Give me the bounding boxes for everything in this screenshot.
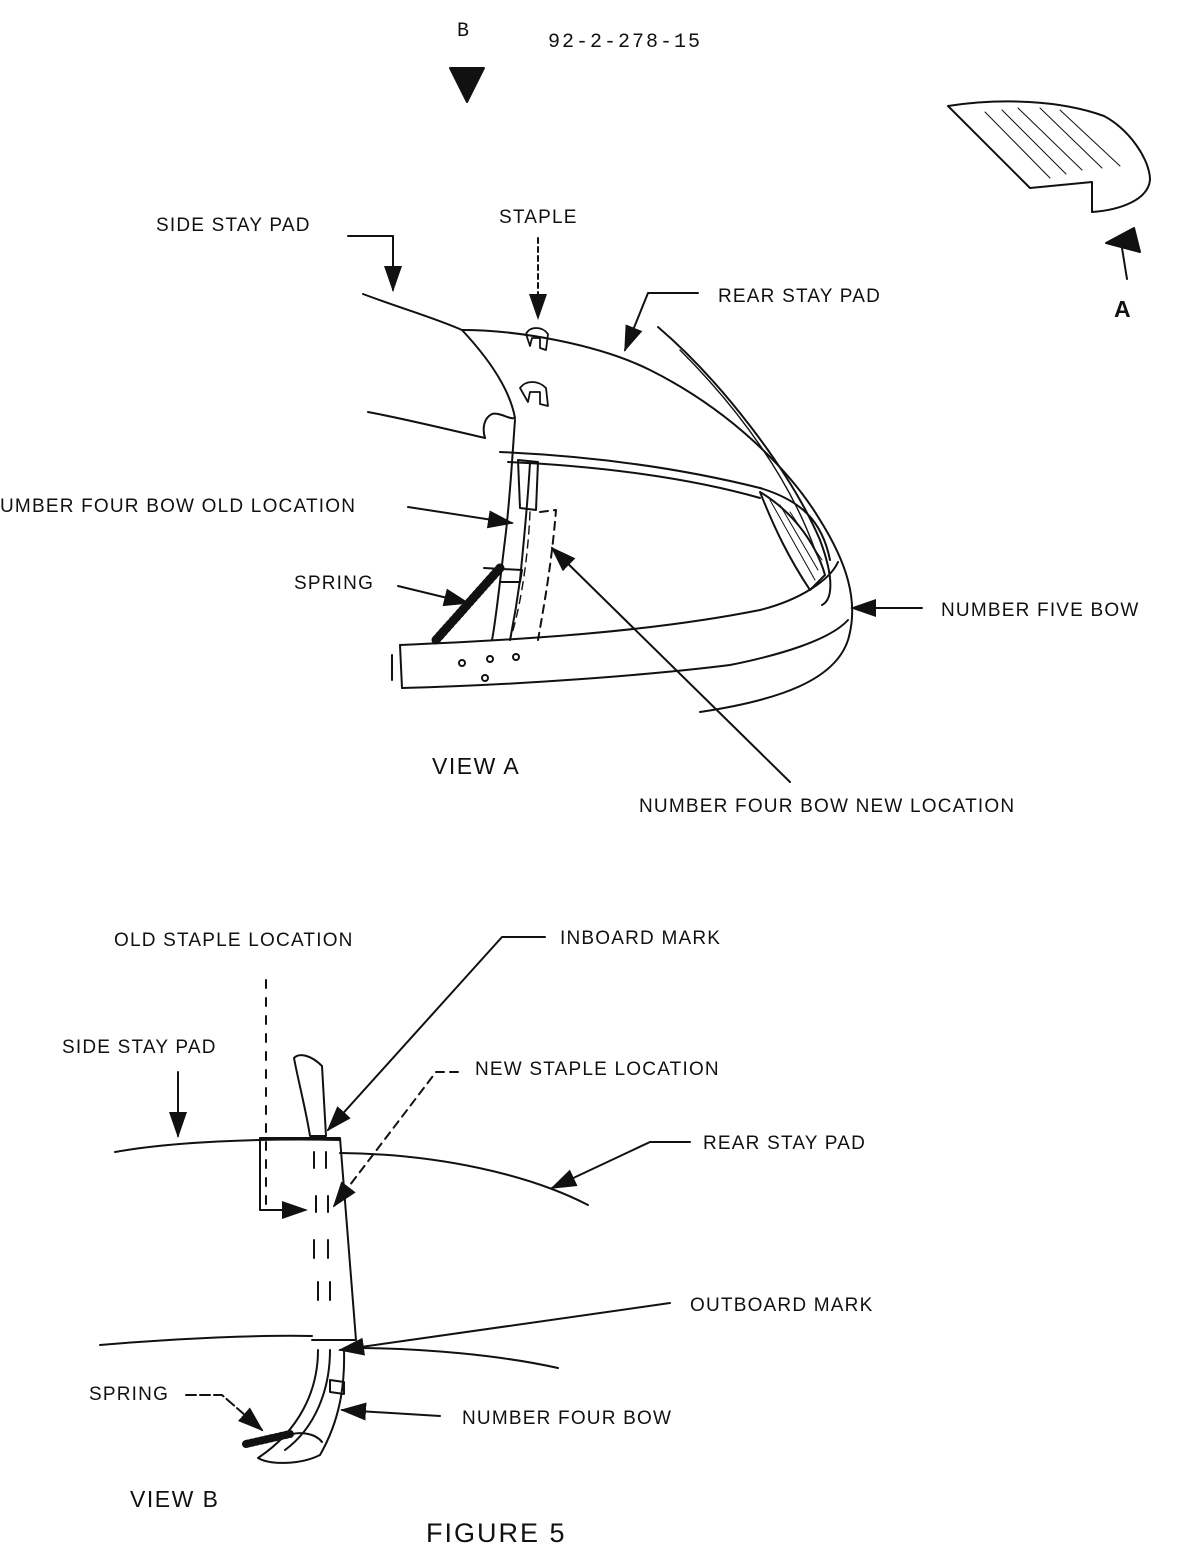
new-staple-location-leader <box>332 1071 459 1208</box>
side-stay-pad-leader-a <box>347 235 402 292</box>
rear-stay-pad-leader-b <box>550 1141 691 1189</box>
view-b-drawing <box>99 1054 589 1464</box>
staple-label: STAPLE <box>499 207 578 228</box>
view-a-key-diagram <box>947 100 1151 213</box>
number-four-bow-old-location-label: UMBER FOUR BOW OLD LOCATION <box>0 496 357 517</box>
number-four-bow-new-location-label: NUMBER FOUR BOW NEW LOCATION <box>639 796 1016 817</box>
view-a-drawing <box>362 293 854 713</box>
number-four-bow-old-location-leader <box>407 506 514 529</box>
rear-stay-pad-label-b: REAR STAY PAD <box>703 1133 867 1154</box>
number-four-bow-leader <box>340 1402 441 1421</box>
rear-stay-pad-label-a: REAR STAY PAD <box>718 286 882 307</box>
side-stay-pad-label-b: SIDE STAY PAD <box>62 1037 217 1058</box>
rear-stay-pad-leader-a <box>624 292 699 352</box>
number-four-bow-label: NUMBER FOUR BOW <box>462 1408 673 1429</box>
document-number: 92-2-278-15 <box>548 31 703 54</box>
spring-label-b: SPRING <box>89 1384 170 1405</box>
spring-leader-a <box>397 585 470 607</box>
old-staple-location-leader <box>265 979 308 1219</box>
outboard-mark-label: OUTBOARD MARK <box>690 1295 874 1316</box>
view-a-caption: VIEW A <box>432 753 521 779</box>
spring-leader-b <box>185 1394 264 1432</box>
outboard-mark-leader <box>338 1302 671 1356</box>
spring-label-a: SPRING <box>294 573 375 594</box>
view-a-direction-arrow <box>1105 227 1141 280</box>
number-five-bow-label: NUMBER FIVE BOW <box>941 600 1140 621</box>
side-stay-pad-label-a: SIDE STAY PAD <box>156 215 311 236</box>
inboard-mark-leader <box>326 936 546 1132</box>
number-four-bow-new-location-leader <box>550 546 791 783</box>
figure-caption: FIGURE 5 <box>426 1518 567 1548</box>
view-b-caption: VIEW B <box>130 1486 220 1512</box>
view-a-marker: A <box>1114 296 1133 322</box>
inboard-mark-label: INBOARD MARK <box>560 928 722 949</box>
new-staple-location-label: NEW STAPLE LOCATION <box>475 1059 720 1080</box>
view-b-direction-arrow <box>449 67 485 103</box>
view-b-marker: B <box>457 20 470 43</box>
old-staple-location-label: OLD STAPLE LOCATION <box>114 930 354 951</box>
